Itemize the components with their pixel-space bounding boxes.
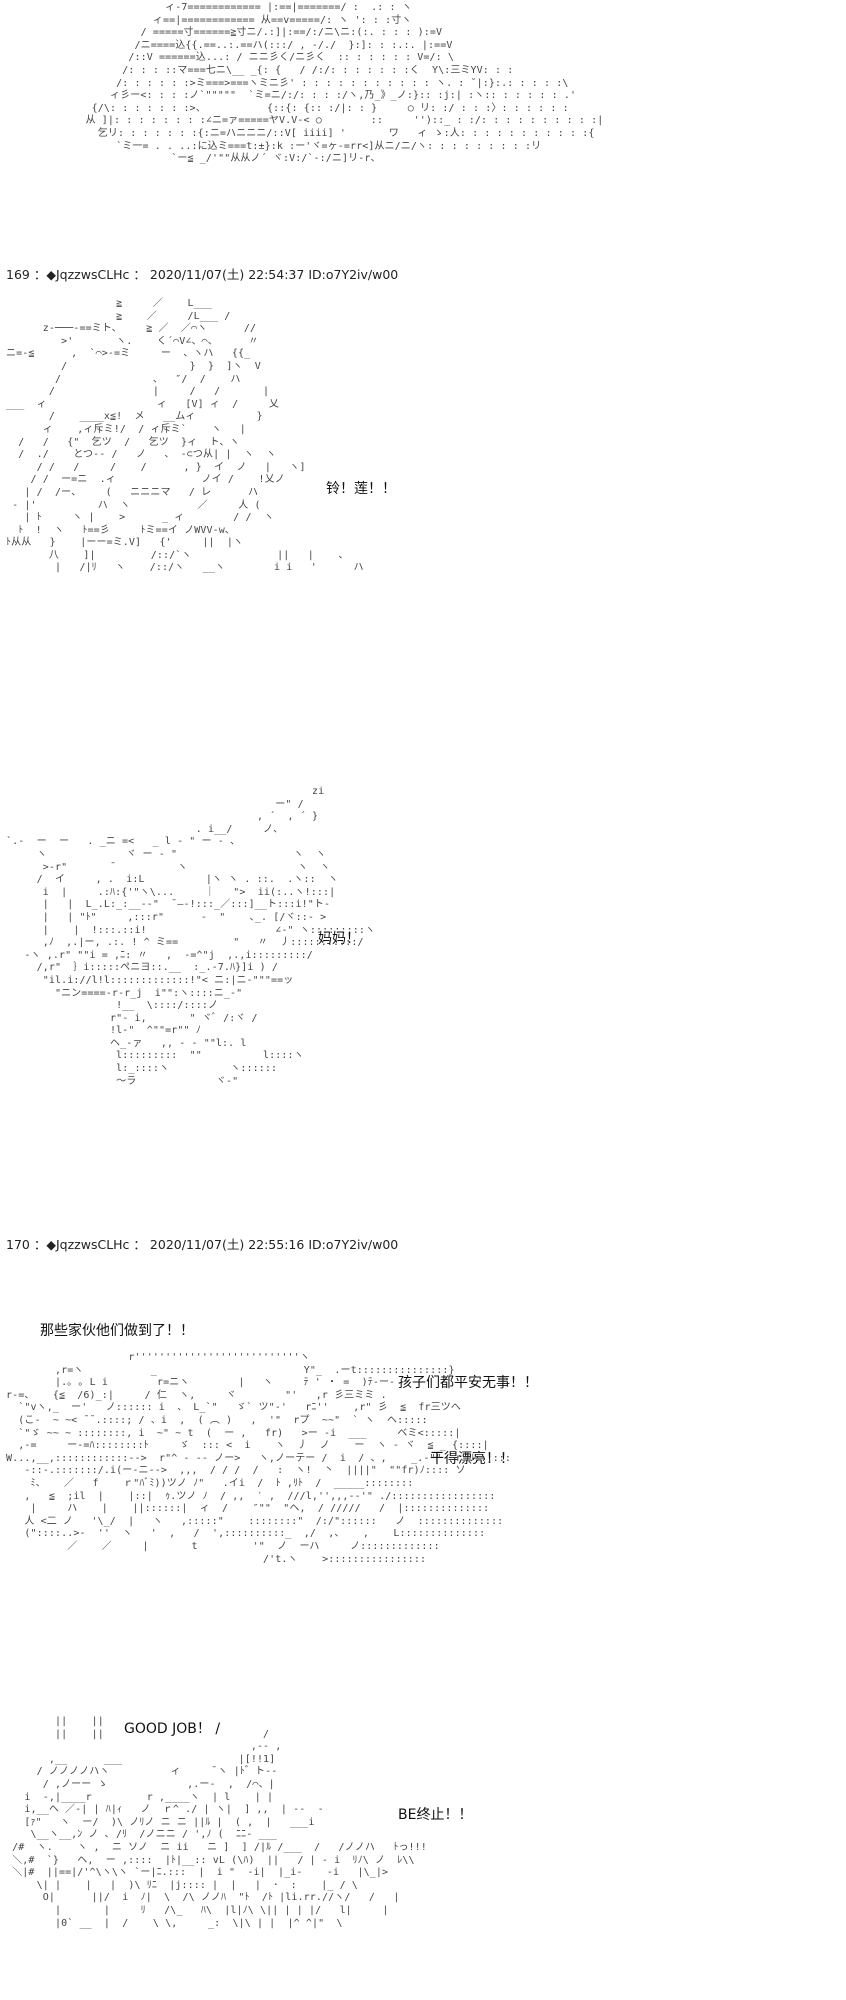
post-separator: ： [33,267,47,282]
ascii-art-crowd-celebration: r'''''''''''''''''''''''''''ヽ ,r=ヽ _ Y"_… [6,1352,512,1565]
post-trip: JqzzwsCLHc [55,267,130,282]
post-header-169: 169 ：◆JqzzwsCLHc ： 2020/11/07(土) 22:54:3… [6,264,398,283]
dialogue-they-did-it: 那些家伙他们做到了！！ [40,1323,194,1339]
post-id: ID:o7Y2iv/w00 [308,1237,399,1252]
trip-marker: ◆ [46,1237,56,1252]
post-separator: ： [33,1237,47,1252]
dialogue-mama: 妈妈！ [318,931,360,947]
post-trip: JqzzwsCLHc [55,1237,130,1252]
trip-marker: ◆ [46,267,56,282]
ascii-art-figure-mama: zi ー" / , ´ , ´ } . i__/ ノ、 `.‐ ー ー . _ニ… [6,786,376,1087]
post-datetime: 2020/11/07(土) 22:54:37 [149,267,305,282]
dialogue-kids-safe: 孩子们都平安无事！！ [398,1375,538,1391]
post-number: 170 [6,1237,30,1252]
post-number: 169 [6,267,30,282]
dialogue-good-job: GOOD JOB！ / [124,1721,221,1737]
post-datetime: 2020/11/07(土) 22:55:16 [149,1237,305,1252]
dialogue-be-end: BE终止！！ [398,1807,473,1823]
dialogue-ling-lian: 铃！莲！！ [326,481,396,497]
post-id: ID:o7Y2iv/w00 [308,267,399,282]
ascii-art-group-good-job: || || || || / ,-- , ,__ ___ |[!!1] / ノノノ… [12,1716,427,1929]
ascii-art-figure-ling-lian: ≧ ／ L___ ≧ ／ /L___ / z-───-==ミト、 ≧ ／ ／⌒ヽ… [6,298,364,574]
post-separator: ： [133,267,146,282]
post-header-170: 170 ：◆JqzzwsCLHc ： 2020/11/07(土) 22:55:1… [6,1234,398,1253]
post-separator: ： [133,1237,146,1252]
dialogue-well-done: 干得漂亮！！ [430,1451,514,1467]
ascii-art-crowd-top: ィ-7============ |:==|=======/ : .: : ヽ ィ… [85,2,604,165]
